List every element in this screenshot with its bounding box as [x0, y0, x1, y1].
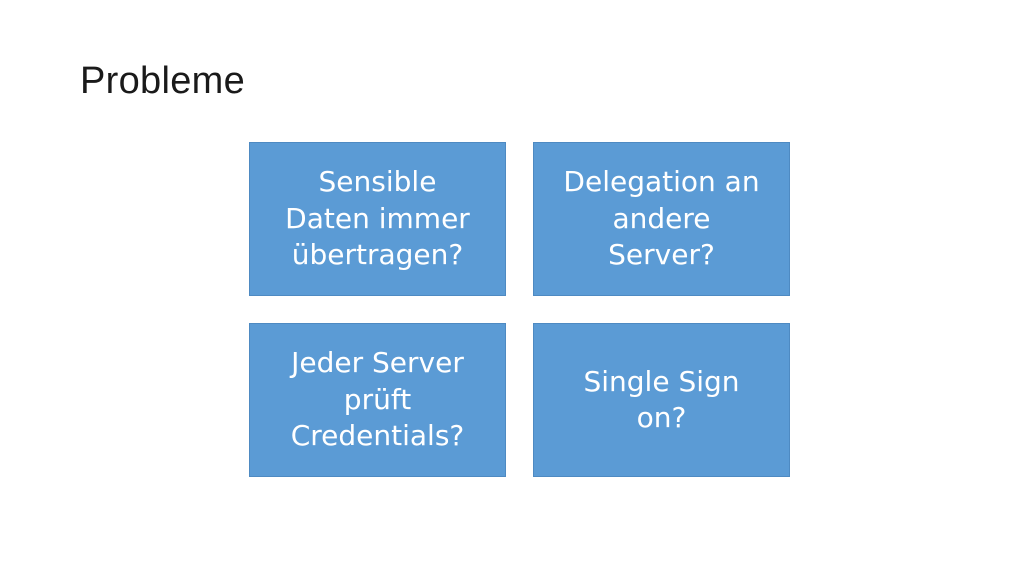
tile-label: Sensible Daten immer übertragen?	[285, 165, 470, 272]
tile-sensitive-data: Sensible Daten immer übertragen?	[249, 142, 506, 296]
tile-delegation: Delegation an andere Server?	[533, 142, 790, 296]
tile-label: Delegation an andere Server?	[563, 165, 760, 272]
tile-credentials-check: Jeder Server prüft Credentials?	[249, 323, 506, 477]
tile-single-sign-on: Single Sign on?	[533, 323, 790, 477]
slide-title: Probleme	[80, 60, 246, 102]
problem-grid: Sensible Daten immer übertragen? Delegat…	[249, 142, 790, 477]
tile-label: Jeder Server prüft Credentials?	[290, 346, 465, 453]
tile-label: Single Sign on?	[583, 364, 740, 434]
